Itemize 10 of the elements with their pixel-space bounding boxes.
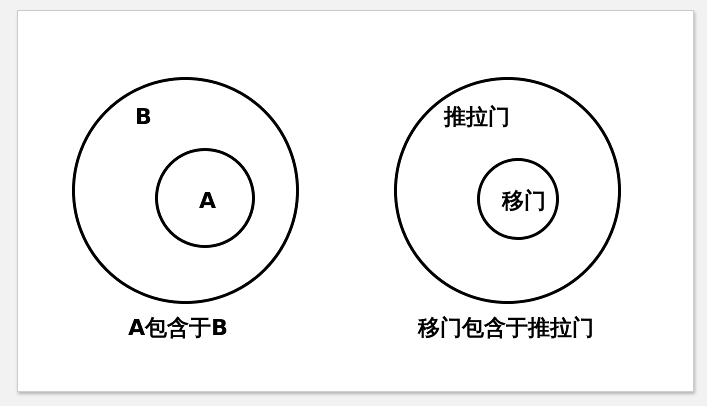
set-circle xyxy=(394,77,621,304)
caption: 移门包含于推拉门 xyxy=(418,318,594,340)
caption: A包含于B xyxy=(128,318,228,340)
set-label: B xyxy=(135,107,152,129)
set-circle xyxy=(477,158,559,240)
set-label: 推拉门 xyxy=(444,107,510,129)
set-circle xyxy=(155,148,255,248)
set-label: A xyxy=(199,191,216,213)
set-label: 移门 xyxy=(502,191,546,213)
set-circle xyxy=(72,77,299,304)
